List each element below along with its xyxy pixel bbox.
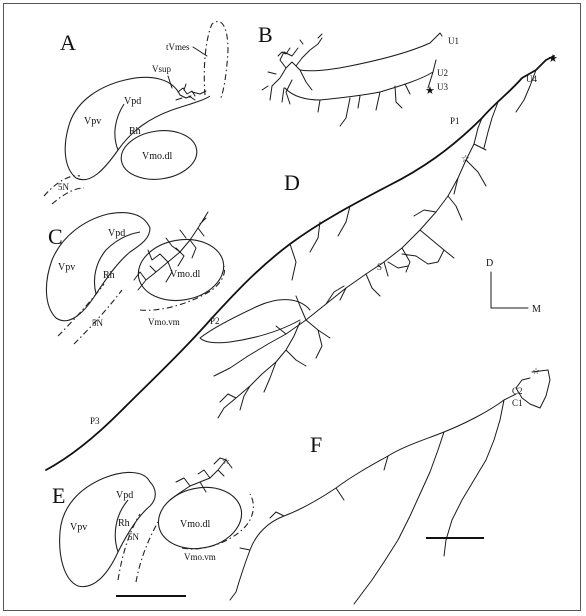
panel-a-tvmes-pointer: [193, 47, 207, 56]
panel-c: C Vpd Vpv Rh Vmo.dl Vmo.vm 5N: [46, 212, 228, 344]
panel-a-vsup-label: Vsup: [152, 64, 172, 74]
panel-d-s-label: S: [377, 262, 382, 272]
panel-d-p2-label: P2: [210, 316, 220, 326]
panel-a-tvmes-outline: [204, 22, 228, 100]
panel-a-tvmes-label: tVmes: [166, 42, 190, 52]
orientation-arrows: [491, 272, 528, 308]
panel-e-vmo-dl-outline: [153, 480, 248, 556]
panel-e-vpd-label: Vpd: [116, 490, 133, 501]
panel-a-vmo-dl-label: Vmo.dl: [142, 151, 173, 162]
panel-c-vmo-vm-label: Vmo.vm: [148, 317, 180, 327]
panel-e-open-star-icon: ☆: [222, 457, 230, 467]
panel-c-rh-label: Rh: [103, 270, 115, 281]
panel-d-p1-label: P1: [450, 116, 460, 126]
panel-e: E Vpd Vpv Rh 5N Vmo.dl Vmo.vm ☆: [52, 457, 253, 596]
orientation-dorsal-label: D: [486, 258, 493, 269]
panel-c-vmo-dl-label: Vmo.dl: [170, 269, 201, 280]
panel-d-branch-p3: [218, 320, 330, 418]
panel-d-open-star-icon: ☆: [461, 154, 470, 165]
panel-f-letter: F: [310, 432, 322, 457]
panel-e-vmo-vm-label: Vmo.vm: [184, 552, 216, 562]
panel-e-letter: E: [52, 483, 65, 508]
panel-f-open-star-icon: ☆: [532, 367, 540, 377]
panel-f-c2-label: C2: [512, 386, 523, 396]
panel-a-arbor: [176, 84, 206, 100]
panel-e-rh-label: Rh: [118, 518, 130, 529]
panel-c-5n-outline: [58, 284, 122, 344]
panel-b-u1-label: U1: [448, 36, 459, 46]
panel-a: A tVmes Vpd Vpv Rh Vsup Vmo.dl 5N: [44, 22, 228, 204]
panel-e-vmo-dl-label: Vmo.dl: [180, 519, 211, 530]
panel-b-axon-tree: [268, 33, 442, 126]
panel-e-vpv-label: Vpv: [70, 522, 87, 533]
panel-e-5n-label: 5N: [128, 532, 140, 542]
panel-f: F ☆ C2 C1: [230, 367, 550, 604]
panel-b: B U1 U2 U3 ★: [258, 22, 459, 126]
panel-c-vpv-label: Vpv: [58, 262, 75, 273]
panel-f-axon: [230, 370, 550, 604]
panel-b-letter: B: [258, 22, 273, 47]
panel-f-c1-label: C1: [512, 398, 523, 408]
panel-d: D U4 P1 P2 P3 S ★ ☆: [46, 52, 558, 470]
panel-b-u2-label: U2: [437, 68, 448, 78]
panel-c-vpd-label: Vpd: [108, 228, 125, 239]
panel-a-letter: A: [60, 30, 76, 55]
panel-d-letter: D: [284, 170, 300, 195]
orientation-medial-label: M: [532, 304, 541, 315]
panel-d-collaterals: [276, 70, 536, 334]
panel-c-rh-border: [94, 232, 140, 294]
panel-d-main-axon: [46, 56, 554, 470]
orientation-indicator: D M: [486, 258, 541, 315]
panel-b-u3-label: U3: [437, 82, 448, 92]
panel-a-rh-label: Rh: [129, 126, 141, 137]
panel-b-star-icon: ★: [425, 84, 435, 97]
panel-d-p3-label: P3: [90, 416, 100, 426]
panel-d-u4-label: U4: [526, 74, 537, 84]
panel-a-5n-label: 5N: [58, 182, 70, 192]
panel-c-5n-label: 5N: [92, 318, 104, 328]
panel-d-star-icon: ★: [548, 52, 558, 65]
panel-a-vpd-label: Vpd: [124, 96, 141, 107]
panel-a-vpv-label: Vpv: [84, 116, 101, 127]
panel-a-vsup-pointer: [168, 76, 172, 88]
